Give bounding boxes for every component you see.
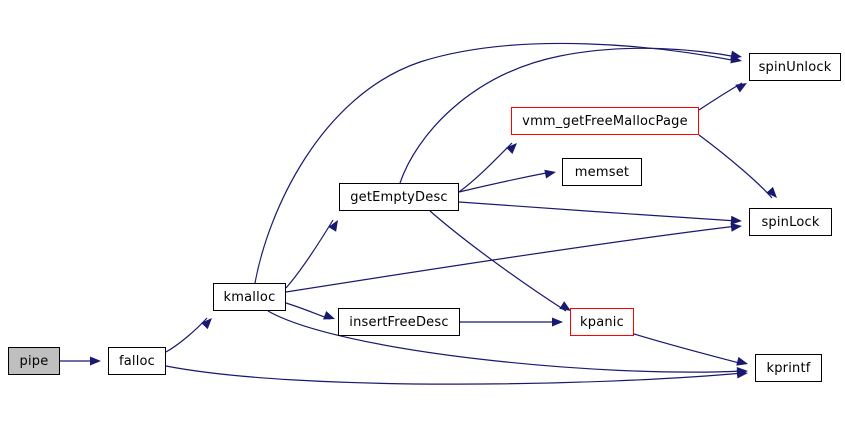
- graph-node-label: insertFreeDesc: [349, 314, 449, 330]
- graph-node-insertFreeDesc[interactable]: insertFreeDesc: [338, 308, 460, 336]
- edge-getEmptyDesc-to-spinLock: [458, 201, 742, 225]
- graph-node-label: spinLock: [761, 214, 820, 230]
- arrow-head: [201, 318, 212, 330]
- edge-kmalloc-to-kprintf: [267, 310, 748, 376]
- graph-node-label: memset: [574, 164, 630, 180]
- arrow-head: [323, 310, 335, 320]
- edge-vmm_getFreeMallocPage-to-spinUnlock: [698, 82, 747, 111]
- arrow-head: [544, 169, 556, 179]
- arrow-head: [328, 220, 338, 232]
- arrow-head: [90, 356, 101, 366]
- graph-node-falloc[interactable]: falloc: [108, 347, 166, 375]
- edge-kmalloc-to-getEmptyDesc: [285, 219, 338, 289]
- arrow-head: [766, 186, 777, 198]
- graph-node-label: kpanic: [580, 314, 624, 330]
- edge-insertFreeDesc-to-kpanic: [460, 317, 563, 327]
- graph-node-label: spinUnlock: [758, 59, 832, 75]
- edge-falloc-to-kprintf: [165, 365, 748, 385]
- graph-node-vmm_getFreeMallocPage[interactable]: vmm_getFreeMallocPage: [511, 107, 699, 135]
- edge-vmm_getFreeMallocPage-to-spinLock: [698, 134, 777, 199]
- arrow-head: [506, 143, 517, 154]
- edge-kmalloc-to-spinLock: [285, 222, 742, 293]
- graph-node-memset[interactable]: memset: [562, 158, 642, 186]
- graph-node-label: pipe: [19, 353, 49, 369]
- edge-kpanic-to-kprintf: [633, 333, 748, 366]
- graph-node-kmalloc[interactable]: kmalloc: [213, 283, 286, 311]
- edge-pipe-to-falloc: [60, 356, 101, 366]
- edge-kmalloc-to-insertFreeDesc: [285, 302, 335, 320]
- graph-node-label: falloc: [118, 353, 156, 369]
- arrow-head: [730, 50, 742, 60]
- edge-falloc-to-kmalloc: [165, 317, 212, 353]
- graph-node-label: vmm_getFreeMallocPage: [522, 113, 688, 129]
- graph-node-pipe[interactable]: pipe: [8, 347, 60, 375]
- edge-getEmptyDesc-to-memset: [458, 169, 556, 193]
- edge-getEmptyDesc-to-spinUnlock: [399, 47, 742, 184]
- edge-getEmptyDesc-to-kpanic: [429, 210, 571, 312]
- arrow-head: [552, 317, 563, 327]
- edge-kmalloc-to-spinUnlock: [254, 42, 742, 284]
- arrow-head: [736, 367, 748, 376]
- graph-node-label: kmalloc: [223, 289, 276, 305]
- arrow-head: [730, 222, 742, 232]
- arrow-head: [730, 215, 742, 225]
- graph-node-kprintf[interactable]: kprintf: [755, 354, 822, 382]
- graph-node-label: kprintf: [766, 360, 811, 376]
- edge-getEmptyDesc-to-vmm_getFreeMallocPage: [458, 142, 517, 193]
- graph-node-spinLock[interactable]: spinLock: [749, 208, 832, 236]
- graph-node-kpanic[interactable]: kpanic: [570, 308, 634, 336]
- arrow-head: [559, 301, 571, 311]
- graph-node-label: getEmptyDesc: [350, 189, 448, 205]
- graph-node-getEmptyDesc[interactable]: getEmptyDesc: [339, 183, 459, 211]
- graph-node-spinUnlock[interactable]: spinUnlock: [749, 53, 841, 81]
- arrow-head: [736, 356, 748, 366]
- arrow-head: [735, 83, 747, 93]
